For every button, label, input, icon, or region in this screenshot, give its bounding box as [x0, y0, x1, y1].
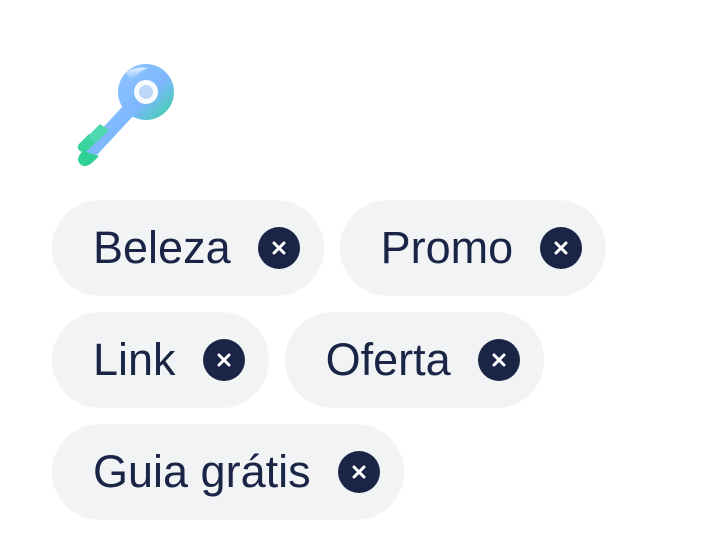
tag-chip-promo[interactable]: Promo — [339, 200, 607, 296]
key-icon — [62, 56, 186, 168]
close-circle-icon[interactable] — [257, 227, 300, 269]
tag-chip-link[interactable]: Link — [52, 312, 269, 408]
tag-list: Beleza Promo Link — [52, 200, 672, 536]
tag-label: Beleza — [93, 222, 231, 273]
tag-row: Beleza Promo — [52, 200, 672, 296]
close-circle-icon[interactable] — [477, 339, 520, 381]
tag-label: Guia grátis — [93, 446, 311, 497]
close-circle-icon[interactable] — [337, 451, 380, 493]
tag-chip-guia-gratis[interactable]: Guia grátis — [52, 424, 404, 520]
tag-chip-beleza[interactable]: Beleza — [52, 200, 324, 296]
close-circle-icon[interactable] — [202, 339, 245, 381]
tag-chip-oferta[interactable]: Oferta — [284, 312, 544, 408]
tag-row: Guia grátis — [52, 424, 672, 520]
tag-label: Link — [93, 334, 176, 385]
tag-label: Promo — [380, 222, 514, 273]
tag-label: Oferta — [325, 334, 451, 385]
close-circle-icon[interactable] — [540, 227, 583, 269]
tag-row: Link Oferta — [52, 312, 672, 408]
